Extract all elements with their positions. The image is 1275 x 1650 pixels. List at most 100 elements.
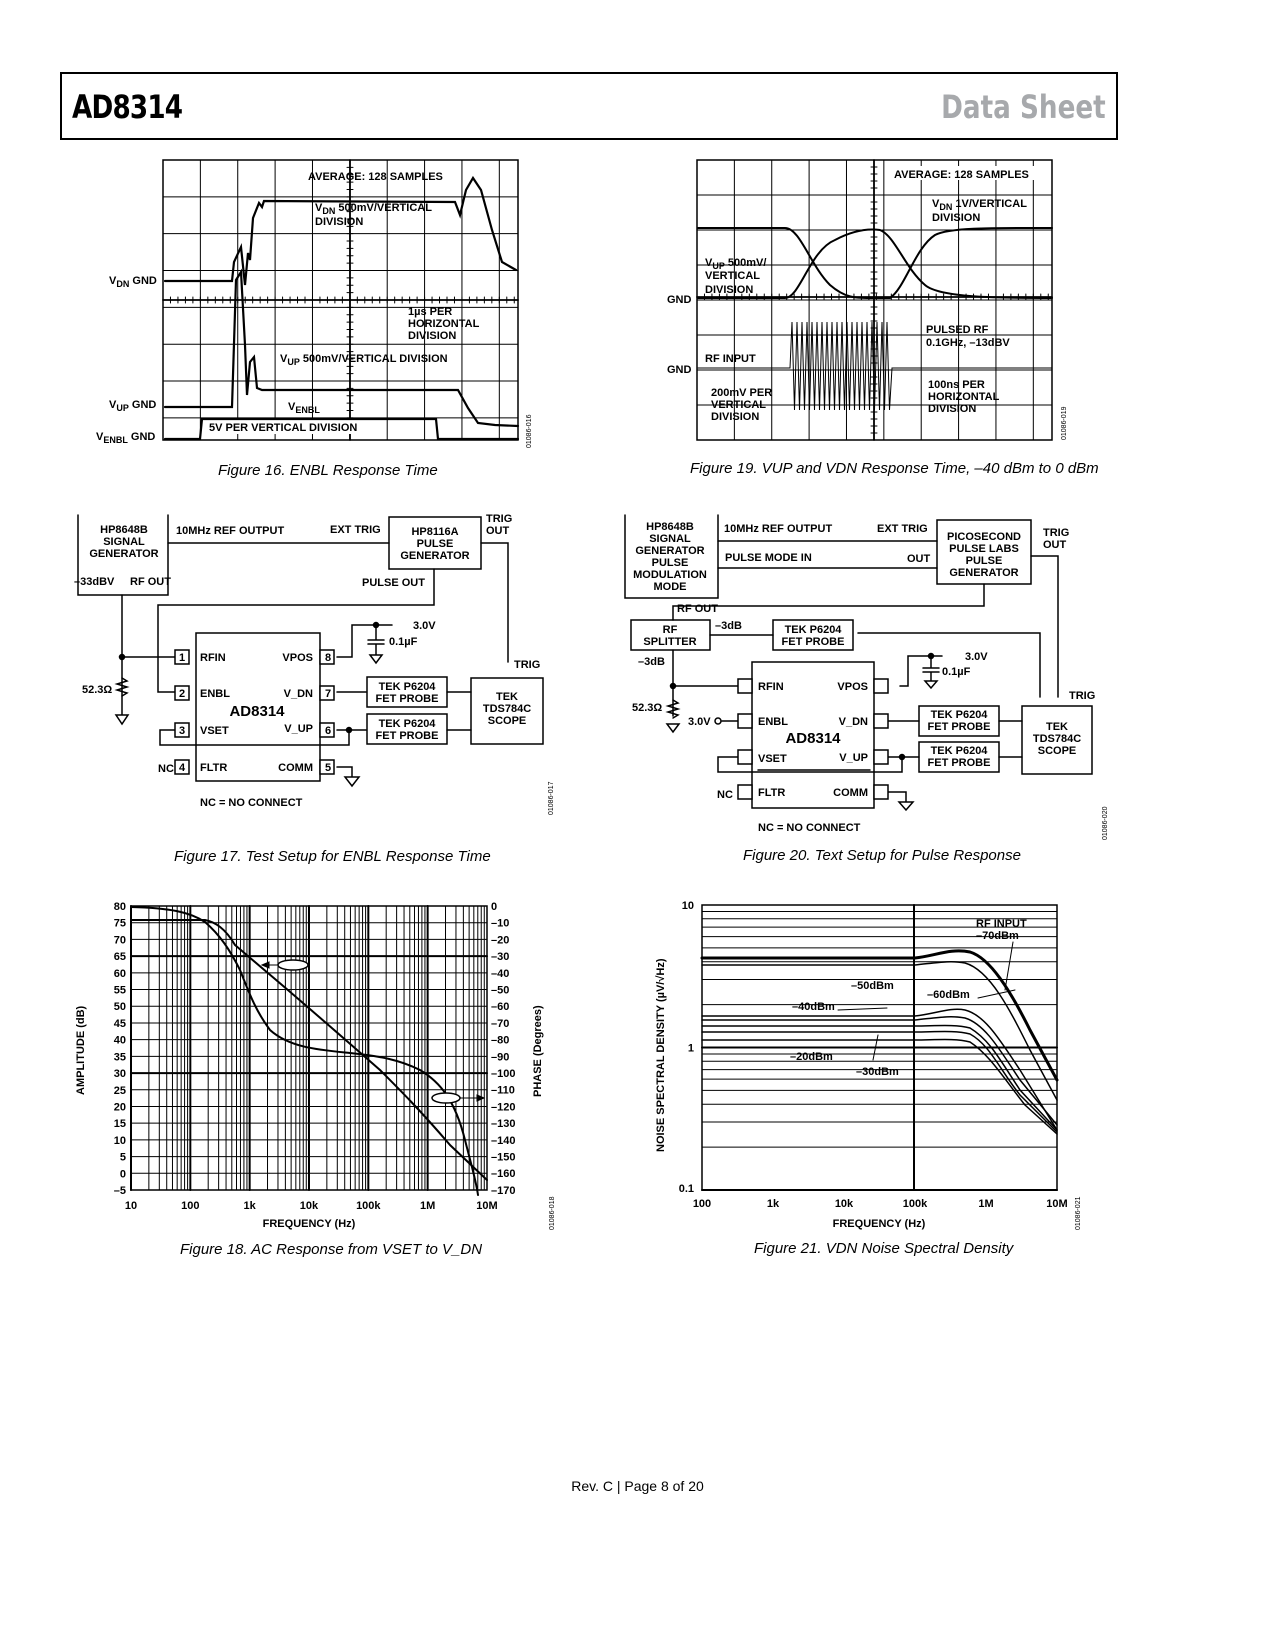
pin-box	[873, 749, 889, 765]
pin-box	[737, 678, 753, 694]
pin-comm: COMM	[278, 762, 313, 774]
y-tick-label: 40	[114, 1035, 126, 1047]
arrow-right-icon	[459, 1094, 486, 1102]
pulsed-rf-level: 0.1GHz, –13dBV	[926, 337, 1010, 349]
figure-code: 01086-020	[1102, 806, 1109, 840]
pin-comm: COMM	[833, 787, 868, 799]
y-tick-label: 50	[114, 1001, 126, 1013]
ref-out-label: 10MHz REF OUTPUT	[724, 523, 832, 535]
y-tick-label: 10	[114, 1135, 126, 1147]
vdn-scale: VDN 1V/VERTICAL	[932, 198, 1027, 213]
figure-caption: Figure 18. AC Response from VSET to V_DN	[180, 1241, 482, 1258]
pin-box	[319, 759, 335, 775]
venbl-scale: 5V PER VERTICAL DIVISION	[209, 422, 357, 434]
page-header: AD8314 Data Sheet	[60, 72, 1118, 140]
y2-tick-label: –70	[491, 1018, 509, 1030]
nc-note: NC = NO CONNECT	[200, 797, 303, 809]
ext-trig-label: EXT TRIG	[877, 523, 928, 535]
x-tick-label: 1k	[244, 1200, 257, 1212]
y2-axis-label: PHASE (Degrees)	[532, 1005, 544, 1097]
pulse-gen-label-3: GENERATOR	[400, 550, 469, 562]
nc-note: NC = NO CONNECT	[758, 822, 861, 834]
cap-label: 0.1µF	[942, 666, 971, 678]
pulse-gen-label: GENERATOR	[949, 567, 1018, 579]
product-name: AD8314	[72, 88, 183, 126]
x-tick-label: 100k	[903, 1198, 928, 1210]
trig-out: OUT	[1043, 539, 1067, 551]
y2-tick-label: –110	[491, 1085, 515, 1097]
y-tick-label: 65	[114, 951, 126, 963]
sig-gen-label: MODE	[654, 581, 687, 593]
chip-label: AD8314	[785, 730, 841, 747]
trig-out-2: OUT	[486, 525, 510, 537]
x-tick-label: 10k	[835, 1198, 854, 1210]
y2-tick-label: –140	[491, 1135, 515, 1147]
pin-fltr: FLTR	[758, 787, 785, 799]
horiz-3: DIVISION	[928, 403, 976, 415]
trig-label: TRIG	[514, 659, 540, 671]
cap-label: 0.1µF	[389, 636, 418, 648]
y-tick-label: 55	[114, 985, 126, 997]
y-tick-label: 70	[114, 934, 126, 946]
vup-scale: VUP 500mV/	[705, 257, 766, 272]
traces	[163, 175, 520, 441]
y-tick-label: 35	[114, 1051, 126, 1063]
figure-19: AVERAGE: 128 SAMPLES VDN 1V/VERTICAL DIV…	[667, 159, 1099, 477]
horiz-label-2: HORIZONTAL	[408, 318, 480, 330]
scope-label-2: TDS784C	[483, 703, 531, 715]
pulse-gen-label: PULSE LABS	[949, 543, 1019, 555]
pulse-gen-label-2: PULSE	[417, 538, 454, 550]
trig-out: TRIG	[1043, 527, 1069, 539]
trig-label: TRIG	[1069, 690, 1095, 702]
y-tick-label: –5	[114, 1185, 126, 1197]
pin-box	[174, 759, 190, 775]
pin-vset: VSET	[200, 725, 229, 737]
figure-17	[77, 514, 544, 788]
vup-division: DIVISION	[705, 284, 753, 296]
pin-box	[873, 784, 889, 800]
vdn-gnd-label: VDN GND	[109, 275, 157, 290]
x-tick-label: 100k	[356, 1200, 381, 1212]
probe-label: FET PROBE	[928, 757, 991, 769]
pin-num: 1	[179, 652, 185, 664]
pulse-in-label: PULSE MODE IN	[725, 552, 812, 564]
label-m20: –20dBm	[790, 1051, 833, 1063]
rf-scale-1: 200mV PER	[711, 387, 772, 399]
out-label: OUT	[907, 553, 931, 565]
attn-label: –3dB	[715, 620, 742, 632]
rf-scale-2: VERTICAL	[711, 399, 766, 411]
pin-fltr: FLTR	[200, 762, 227, 774]
pin-box	[737, 713, 753, 729]
x-axis-label: FREQUENCY (Hz)	[833, 1218, 926, 1230]
splitter-label: SPLITTER	[643, 636, 696, 648]
splitter-label: RF	[663, 624, 678, 636]
figure-caption: Figure 19. VUP and VDN Response Time, –4…	[690, 460, 1099, 477]
rf-input-label: RF INPUT	[976, 918, 1027, 930]
pin-num: 5	[325, 762, 331, 774]
y-axis-label: NOISE SPECTRAL DENSITY (µV/√Hz)	[655, 958, 667, 1152]
gnd-label-2: GND	[667, 364, 692, 376]
vup-scale: VUP 500mV/VERTICAL DIVISION	[280, 353, 448, 368]
rf-scale-3: DIVISION	[711, 411, 759, 423]
horiz-label-1: 1µs PER	[408, 306, 452, 318]
y-axis-label: AMPLITUDE (dB)	[75, 1005, 87, 1095]
scope-label: TDS784C	[1033, 733, 1081, 745]
pin-box	[873, 678, 889, 694]
pin-enbl: ENBL	[200, 688, 230, 700]
vdn-division: DIVISION	[932, 212, 980, 224]
y2-tick-label: –20	[491, 934, 509, 946]
venbl-gnd-label: VENBL GND	[96, 431, 155, 446]
sig-gen-label-2: SIGNAL	[103, 536, 145, 548]
y2-tick-label: –10	[491, 918, 509, 930]
y-tick-label: 75	[114, 918, 126, 930]
probe-label: FET PROBE	[782, 636, 845, 648]
ref-out-label: 10MHz REF OUTPUT	[176, 525, 284, 537]
label-m30: –30dBm	[856, 1066, 899, 1078]
pin-vup: V_UP	[284, 723, 313, 735]
curves	[700, 941, 1059, 1135]
pin-vup: V_UP	[839, 752, 868, 764]
curves	[130, 906, 488, 1196]
sig-gen-label: SIGNAL	[649, 533, 691, 545]
